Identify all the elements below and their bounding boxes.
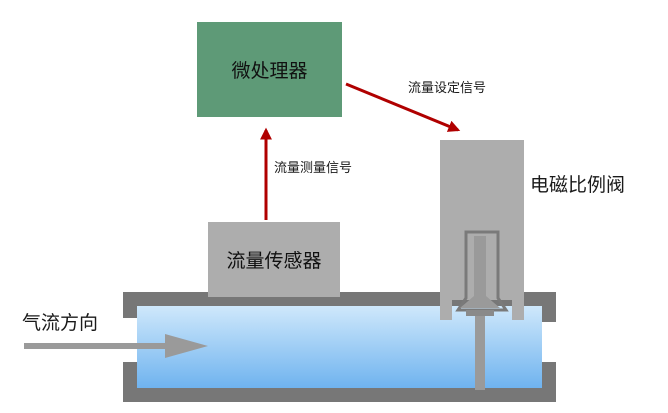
airflow-arrow-head [165, 334, 208, 358]
pipe-right-bottom-stub [542, 362, 556, 402]
valve-plunger [460, 296, 500, 308]
flow-sensor-label-text: 流量传感器 [226, 250, 322, 272]
valve-stem [474, 236, 486, 298]
valve-right-skirt [512, 298, 524, 320]
setpoint-signal-label: 流量设定信号 [408, 81, 487, 96]
setpoint-signal-arrow [345, 82, 461, 132]
pipe-left-bottom-stub [123, 362, 137, 402]
valve-needle [475, 312, 485, 390]
airflow-label: 气流方向 [22, 312, 99, 334]
microprocessor-label-text: 微处理器 [231, 60, 308, 82]
pipe-left-top-stub [123, 292, 137, 318]
flow-sensor-box [208, 222, 340, 297]
flow-sensor-label: 流量传感器 [208, 222, 340, 297]
pipe-bottom-wall [123, 388, 556, 402]
microprocessor-box [197, 22, 342, 117]
valve-label: 电磁比例阀 [530, 174, 626, 196]
valve-inner-channel [455, 230, 509, 312]
measurement-signal-label: 流量测量信号 [274, 161, 353, 176]
pipe-interior [137, 306, 542, 388]
microprocessor-label: 微处理器 [197, 22, 342, 117]
pipe-right-top-stub [542, 292, 556, 322]
valve-needle-cap [466, 310, 494, 316]
valve-left-skirt [440, 298, 452, 320]
